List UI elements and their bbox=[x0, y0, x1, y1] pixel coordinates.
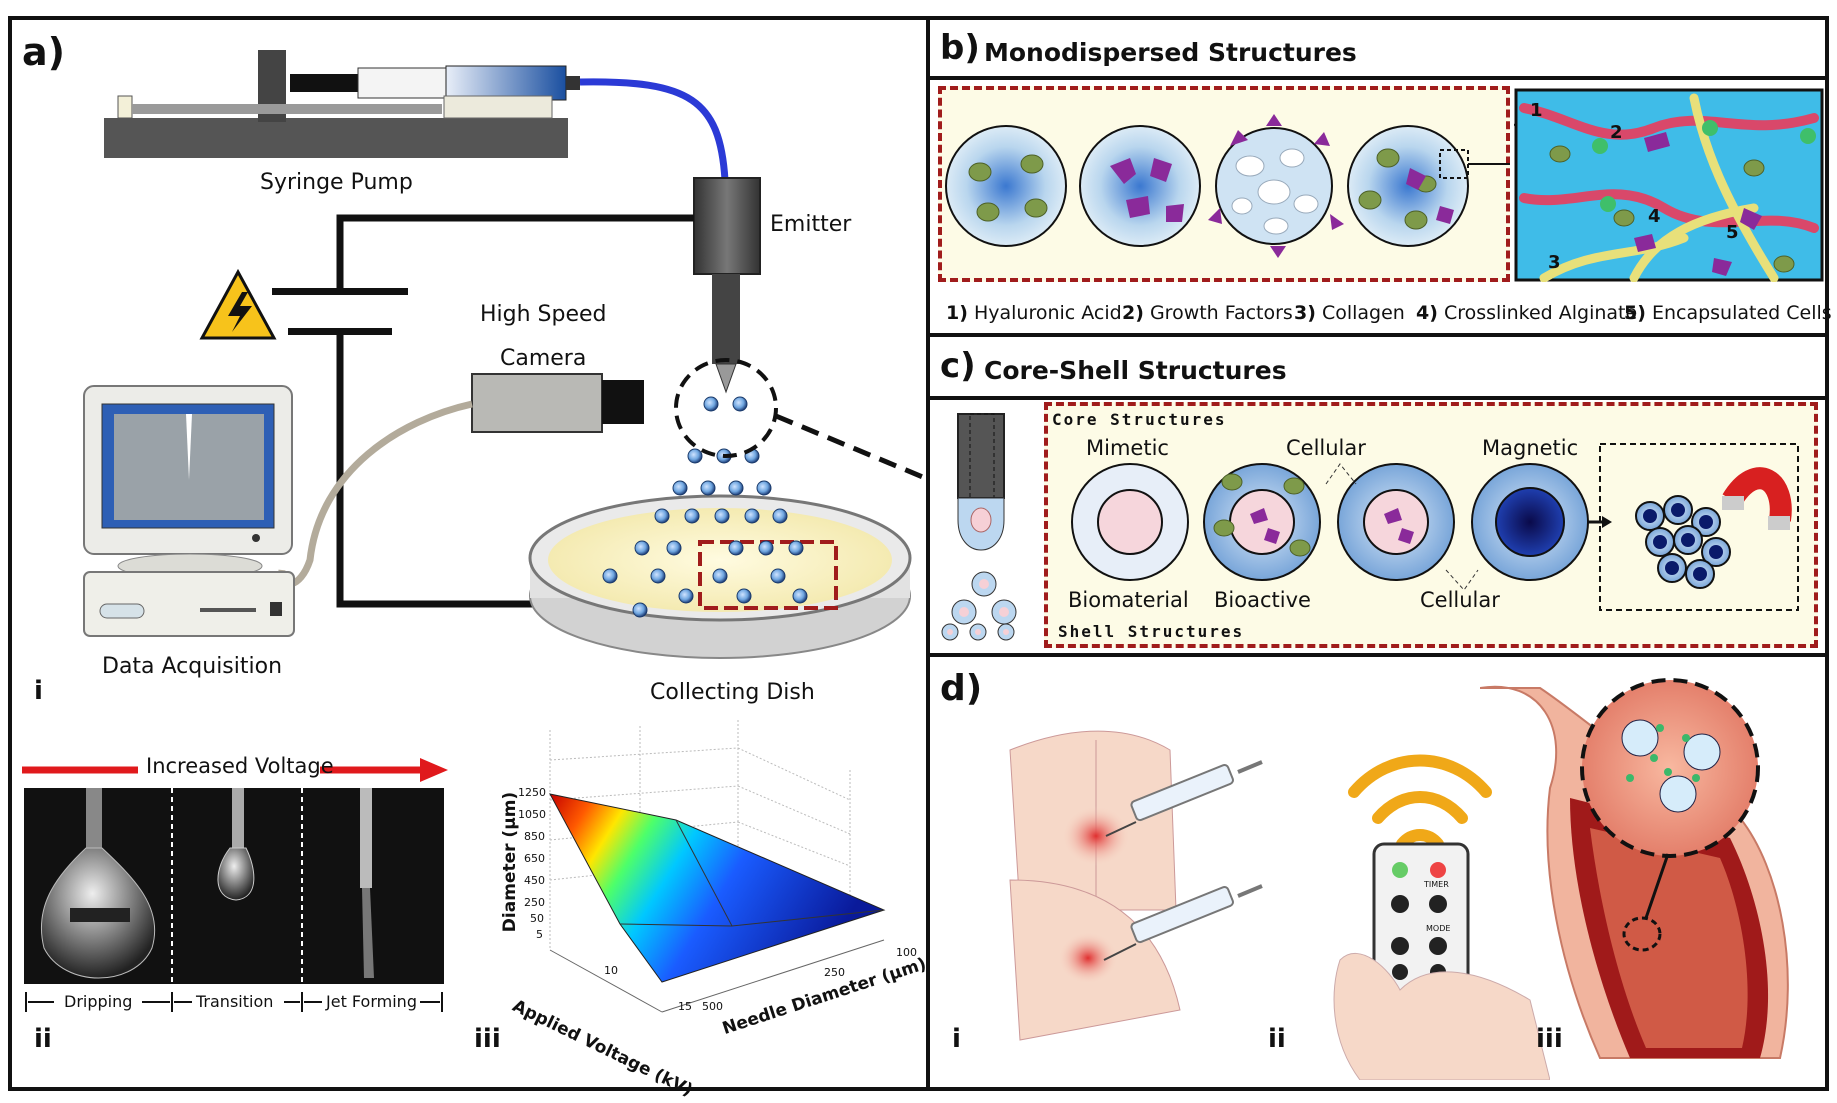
shell-structures-label: Shell Structures bbox=[1058, 622, 1245, 641]
remote-mode-label: MODE bbox=[1426, 924, 1451, 933]
panel-b-letter: b) bbox=[940, 28, 980, 68]
core-shell-particles bbox=[1071, 443, 1799, 611]
panel-c-title: Core-Shell Structures bbox=[984, 356, 1287, 385]
x-tick-15: 15 bbox=[678, 1000, 692, 1013]
remote-timer-label: TIMER bbox=[1424, 880, 1449, 889]
panel-a-sub-iii: iii bbox=[474, 1024, 501, 1054]
mimetic-label: Mimetic bbox=[1086, 436, 1169, 460]
panel-d-sub-ii: ii bbox=[1268, 1024, 1286, 1054]
legend-text-4: Crosslinked Alginate bbox=[1443, 302, 1638, 324]
legend-num-2: 2) bbox=[1122, 302, 1144, 324]
biomaterial-label: Biomaterial bbox=[1068, 588, 1189, 612]
core-structures-label: Core Structures bbox=[1052, 410, 1227, 429]
panel-d-sub-iii: iii bbox=[1536, 1024, 1563, 1054]
y-tick-500: 500 bbox=[702, 1000, 723, 1013]
legend-item-5: 5) Encapsulated Cells bbox=[1624, 302, 1832, 324]
legend-text-5: Encapsulated Cells bbox=[1651, 302, 1832, 324]
remote-control-illustration bbox=[1333, 754, 1550, 1080]
panel-d-frame bbox=[926, 653, 1829, 1091]
inset-number-2: 2 bbox=[1610, 122, 1623, 143]
z-tick-1050: 1050 bbox=[518, 808, 546, 821]
hydrogel-inset bbox=[1514, 88, 1824, 282]
legend-item-2: 2) Growth Factors bbox=[1122, 302, 1293, 324]
regime-label-transition: Transition bbox=[196, 992, 274, 1011]
y-tick-100: 100 bbox=[896, 946, 917, 959]
panel-a-sub-i: i bbox=[34, 676, 43, 706]
collecting-dish bbox=[528, 494, 912, 659]
monodispersed-particles bbox=[945, 114, 1510, 258]
panel-d-sub-i: i bbox=[952, 1024, 961, 1054]
cellular-bottom-label: Cellular bbox=[1420, 588, 1500, 612]
tubing bbox=[579, 78, 729, 181]
inset-number-4: 4 bbox=[1648, 206, 1661, 227]
increased-voltage-label: Increased Voltage bbox=[146, 754, 334, 778]
legend-text-1: Hyaluronic Acid bbox=[973, 302, 1122, 324]
computer bbox=[83, 385, 295, 637]
legend-num-3: 3) bbox=[1294, 302, 1316, 324]
z-tick-50: 50 bbox=[530, 912, 544, 925]
diameter-surface-chart bbox=[549, 720, 886, 1013]
z-tick-5: 5 bbox=[536, 928, 543, 941]
inset-number-5: 5 bbox=[1726, 222, 1739, 243]
panel-a-setup-illustration bbox=[83, 50, 930, 659]
emitter-block bbox=[693, 177, 761, 275]
syringe-pump-label: Syringe Pump bbox=[260, 170, 413, 195]
regime-label-dripping: Dripping bbox=[64, 992, 133, 1011]
z-tick-850: 850 bbox=[524, 830, 545, 843]
camera-label-line2: Camera bbox=[500, 346, 587, 371]
camera-label-line1: High Speed bbox=[480, 302, 607, 327]
y-tick-250: 250 bbox=[824, 966, 845, 979]
regime-label-jet-forming: Jet Forming bbox=[326, 992, 417, 1011]
collecting-dish-label: Collecting Dish bbox=[650, 680, 815, 705]
panel-c-letter: c) bbox=[940, 346, 976, 386]
z-tick-650: 650 bbox=[524, 852, 545, 865]
emitter-label: Emitter bbox=[770, 212, 852, 237]
droplets bbox=[602, 396, 808, 618]
blood-vessel-illustration bbox=[1480, 678, 1789, 1059]
z-tick-450: 450 bbox=[524, 874, 545, 887]
high-voltage-icon bbox=[199, 268, 277, 340]
legend-num-1: 1) bbox=[946, 302, 968, 324]
injection-illustration bbox=[1009, 730, 1263, 1041]
x-tick-10: 10 bbox=[604, 964, 618, 977]
legend-num-4: 4) bbox=[1416, 302, 1438, 324]
inset-number-3: 3 bbox=[1548, 252, 1561, 273]
droplet-regime-photos bbox=[24, 788, 444, 984]
legend-text-3: Collagen bbox=[1321, 302, 1405, 324]
increased-voltage-arrow bbox=[22, 758, 448, 782]
panel-d-letter: d) bbox=[940, 668, 983, 709]
syringe-pump bbox=[104, 50, 580, 158]
z-tick-1250: 1250 bbox=[518, 786, 546, 799]
coaxial-emitter-illustration bbox=[941, 413, 1017, 641]
panel-a-letter: a) bbox=[22, 30, 66, 74]
z-axis-label: Diameter (µm) bbox=[500, 791, 521, 933]
panel-b-title: Monodispersed Structures bbox=[984, 38, 1357, 67]
bioactive-label: Bioactive bbox=[1214, 588, 1311, 612]
legend-text-2: Growth Factors bbox=[1149, 302, 1293, 324]
cellular-top-label: Cellular bbox=[1286, 436, 1366, 460]
regime-dimension-lines bbox=[25, 992, 443, 1012]
panel-c-separator bbox=[930, 396, 1825, 400]
panel-a-sub-ii: ii bbox=[34, 1024, 52, 1054]
data-acquisition-label: Data Acquisition bbox=[102, 654, 283, 679]
legend-item-1: 1) Hyaluronic Acid bbox=[946, 302, 1122, 324]
z-tick-250: 250 bbox=[524, 896, 545, 909]
legend-item-4: 4) Crosslinked Alginate bbox=[1416, 302, 1637, 324]
inset-number-1: 1 bbox=[1530, 100, 1543, 121]
magnetic-label: Magnetic bbox=[1482, 436, 1579, 460]
panel-b-separator bbox=[930, 76, 1825, 80]
legend-num-5: 5) bbox=[1624, 302, 1646, 324]
legend-item-3: 3) Collagen bbox=[1294, 302, 1405, 324]
